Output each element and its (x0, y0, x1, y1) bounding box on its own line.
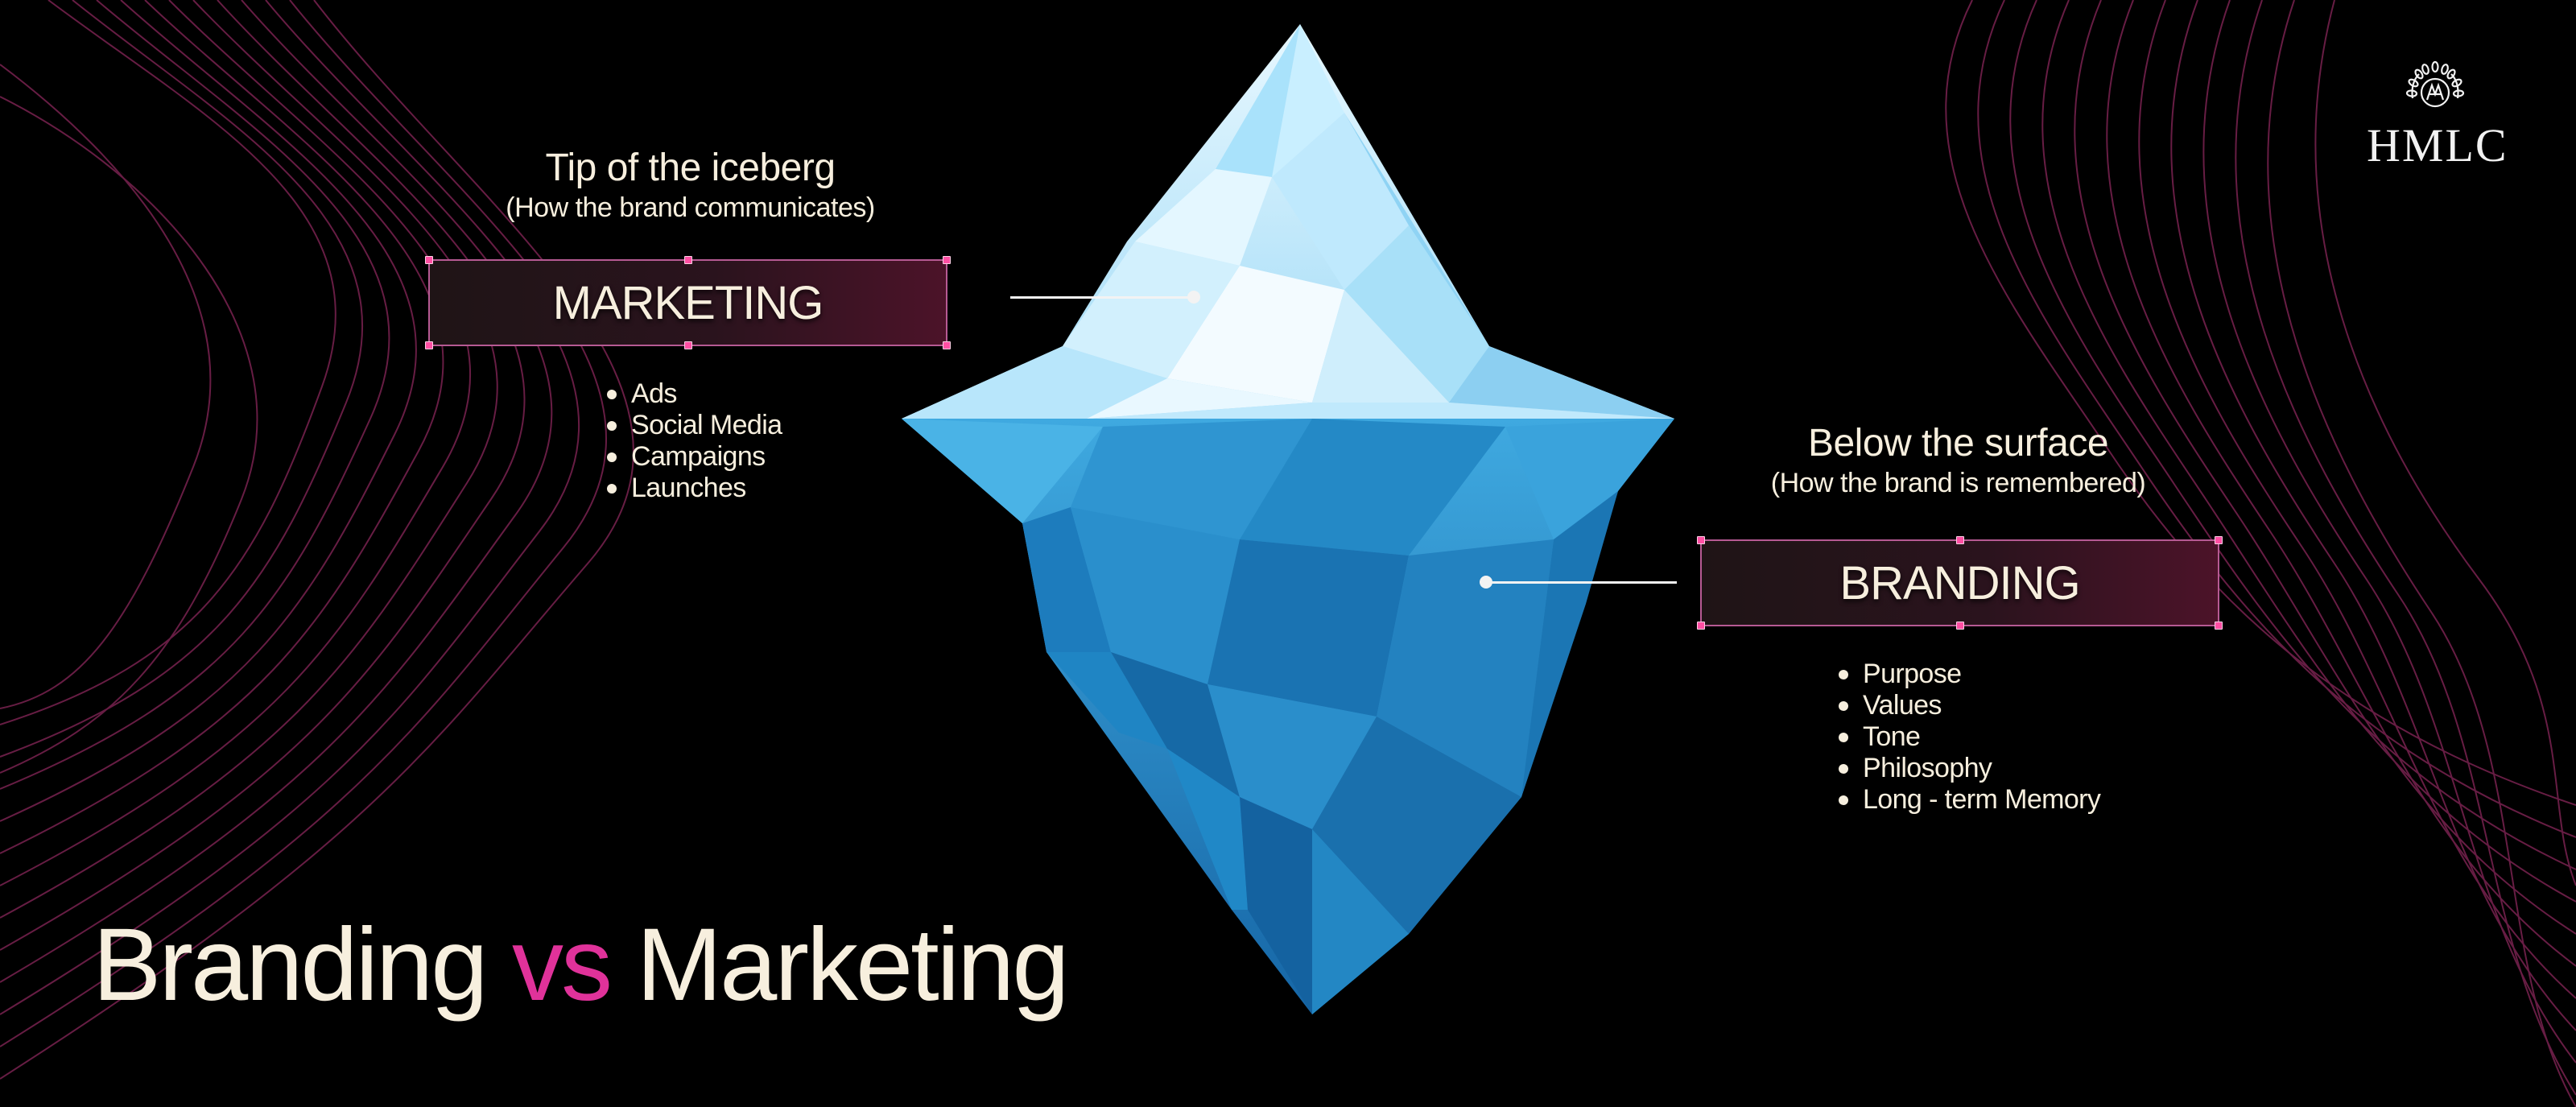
list-item: Long - term Memory (1835, 784, 2101, 816)
selection-handle (425, 341, 433, 349)
title-marketing: Marketing (636, 907, 1070, 1022)
selection-handle (684, 341, 692, 349)
wave-lines-left (0, 0, 634, 1080)
wave-lines-right (1945, 0, 2576, 1107)
crest-icon (2405, 60, 2465, 108)
marketing-connector-line (1010, 296, 1195, 299)
list-item: Tone (1835, 721, 2100, 753)
brand-logo: HMLC (2367, 56, 2508, 171)
list-item: Values (1835, 690, 2100, 721)
marketing-label-box: MARKETING (425, 256, 951, 349)
branding-label: BRANDING (1839, 556, 2080, 609)
selection-handle (943, 341, 951, 349)
tip-title: Tip of the iceberg (545, 147, 836, 189)
tip-heading: Tip of the iceberg (How the brand commun… (451, 145, 930, 224)
selection-handle (1956, 622, 1964, 630)
selection-handle (943, 256, 951, 264)
selection-handle (1697, 622, 1705, 630)
list-item: Launches (604, 473, 782, 504)
tip-subtitle: (How the brand communicates) (506, 192, 875, 223)
selection-handle (1956, 536, 1964, 544)
list-item: Social Media (604, 410, 782, 441)
selection-handle (425, 256, 433, 264)
list-item: Ads (604, 378, 782, 410)
list-item: Purpose (1835, 659, 2100, 690)
selection-handle (2215, 622, 2223, 630)
title-branding: Branding (93, 907, 488, 1022)
branding-list: Purpose Values Tone Philosophy Long - te… (1835, 659, 2101, 816)
selection-handle (2215, 536, 2223, 544)
below-heading: Below the surface (How the brand is reme… (1715, 420, 2202, 499)
iceberg-illustration (902, 24, 1674, 1014)
marketing-connector-dot (1187, 291, 1200, 304)
list-item: Philosophy (1835, 753, 2100, 784)
list-item: Campaigns (604, 441, 782, 473)
branding-connector-line (1485, 581, 1677, 584)
below-subtitle: (How the brand is remembered) (1770, 467, 2146, 498)
title-vs: vs (511, 907, 613, 1022)
marketing-label: MARKETING (552, 276, 824, 329)
branding-label-box: BRANDING (1697, 536, 2223, 630)
branding-connector-dot (1480, 576, 1492, 589)
selection-handle (684, 256, 692, 264)
below-title: Below the surface (1807, 422, 2109, 465)
selection-handle (1697, 536, 1705, 544)
slide-title: Branding vs Marketing (93, 914, 1070, 1017)
marketing-list: Ads Social Media Campaigns Launches (604, 378, 782, 504)
logo-text: HMLC (2367, 119, 2508, 171)
